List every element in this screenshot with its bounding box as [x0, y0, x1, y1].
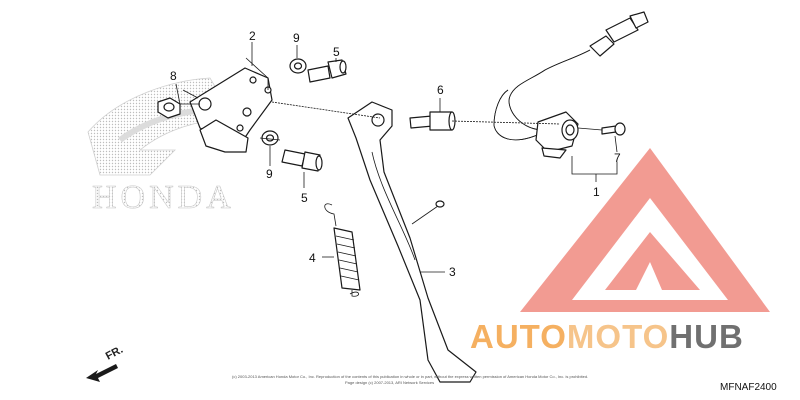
side-stand: [347, 101, 477, 383]
callout-8: 8: [170, 69, 177, 83]
callout-3: 3: [449, 265, 456, 279]
front-arrow: FR.: [86, 344, 125, 382]
brand-auto: AUTO: [470, 318, 567, 355]
callout-5-upper: 5: [333, 45, 340, 59]
socket-bolt-upper: [307, 59, 347, 83]
honda-ghost-text: HONDA: [92, 179, 235, 216]
stand-bracket: [189, 67, 273, 153]
switch-screw: [601, 122, 626, 136]
brand-wordmark: AUTOMOTOHUB: [470, 318, 744, 355]
socket-bolt-lower: [281, 149, 323, 172]
side-stand-switch: [493, 11, 649, 159]
callout-2: 2: [249, 29, 256, 43]
automotohub-logo-mark: [520, 148, 770, 312]
washer-upper: [289, 58, 307, 74]
brand-moto: MOTO: [567, 318, 669, 355]
callout-9-upper: 9: [293, 31, 300, 45]
copyright-line-1: (c) 2003-2013 American Honda Motor Co., …: [232, 374, 588, 379]
return-spring: [324, 203, 361, 297]
washer-lower: [261, 130, 279, 146]
callout-4: 4: [309, 251, 316, 265]
flange-nut: [157, 97, 181, 119]
callout-5-lower: 5: [301, 191, 308, 205]
callout-7: 7: [614, 151, 621, 165]
front-marker-label: FR.: [104, 344, 125, 363]
pivot-bolt: [409, 111, 456, 131]
leader-lines: [175, 42, 618, 273]
copyright-line-2: Page design (c) 2007-2013, ARI Network S…: [345, 380, 434, 385]
callout-6: 6: [437, 83, 444, 97]
diagram-code: MFNAF2400: [720, 382, 777, 393]
callout-9-lower: 9: [266, 167, 273, 181]
callout-1: 1: [593, 185, 600, 199]
brand-hub: HUB: [669, 318, 744, 355]
